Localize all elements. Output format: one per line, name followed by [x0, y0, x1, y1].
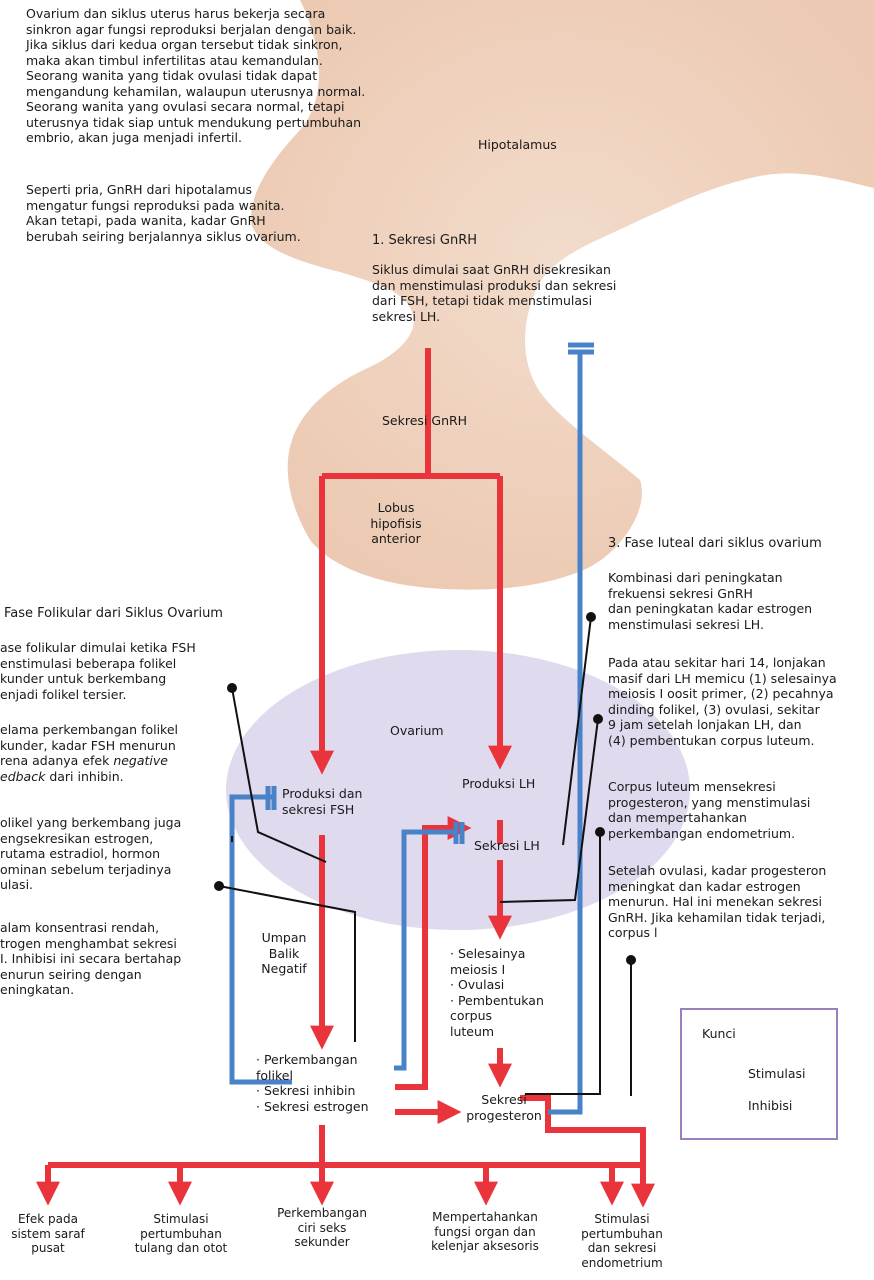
- legend-stimulation-label: Stimulasi: [748, 1066, 806, 1082]
- fsh-label: Produksi dan sekresi FSH: [282, 786, 392, 817]
- step2-paragraph-2b: dari inhibin.: [45, 769, 123, 784]
- step1-body: Siklus dimulai saat GnRH disekresikan da…: [372, 262, 672, 324]
- step3-title: 3. Fase luteal dari siklus ovarium: [608, 536, 822, 552]
- progesterone-label: Sekresi progesteron: [454, 1092, 554, 1123]
- step3-paragraph-2: Pada atau sekitar hari 14, lonjakan masi…: [608, 655, 874, 748]
- legend-inhibition-label: Inhibisi: [748, 1098, 792, 1114]
- effect-bone-muscle: Stimulasi pertumbuhan tulang dan otot: [128, 1212, 234, 1256]
- gnrh-secretion-label: Sekresi GnRH: [382, 413, 467, 429]
- step2-paragraph-4: alam konsentrasi rendah, trogen menghamb…: [0, 920, 230, 998]
- effect-accessory-organs: Mempertahankan fungsi organ dan kelenjar…: [410, 1210, 560, 1254]
- step3-paragraph-1: Kombinasi dari peningkatan frekuensi sek…: [608, 570, 874, 632]
- step2-paragraph-1: ase folikular dimulai ketika FSH enstimu…: [0, 640, 230, 702]
- step3-paragraph-4: Setelah ovulasi, kadar progesteron menin…: [608, 863, 874, 941]
- hypothalamus-label: Hipotalamus: [478, 137, 557, 153]
- negative-feedback-label: Umpan Balik Negatif: [252, 930, 316, 977]
- step3-paragraph-3: Corpus luteum mensekresi progesteron, ya…: [608, 779, 874, 841]
- ovulation-outcomes: · Selesainya meiosis I · Ovulasi · Pembe…: [450, 946, 590, 1039]
- legend-title: Kunci: [702, 1026, 736, 1042]
- effect-endometrium: Stimulasi pertumbuhan dan sekresi endome…: [566, 1212, 678, 1270]
- step2-paragraph-2: elama perkembangan folikel kunder, kadar…: [0, 722, 230, 784]
- lh-production-label: Produksi LH: [462, 776, 535, 792]
- follicle-outcomes: · Perkembangan folikel · Sekresi inhibin…: [256, 1052, 406, 1114]
- pituitary-label: Lobus hipofisis anterior: [356, 500, 436, 547]
- step1-title: 1. Sekresi GnRH: [372, 233, 477, 249]
- effect-secondary-sex: Perkembangan ciri seks sekunder: [266, 1206, 378, 1250]
- lh-secretion-label: Sekresi LH: [474, 838, 540, 854]
- step2-paragraph-3: olikel yang berkembang juga engsekresika…: [0, 815, 230, 893]
- step2-title: Fase Folikular dari Siklus Ovarium: [4, 606, 223, 622]
- ovary-label: Ovarium: [390, 723, 444, 739]
- intro-paragraph-2: Seperti pria, GnRH dari hipotalamus meng…: [26, 182, 346, 244]
- intro-paragraph-1: Ovarium dan siklus uterus harus bekerja …: [26, 6, 436, 146]
- effect-cns: Efek pada sistem saraf pusat: [2, 1212, 94, 1256]
